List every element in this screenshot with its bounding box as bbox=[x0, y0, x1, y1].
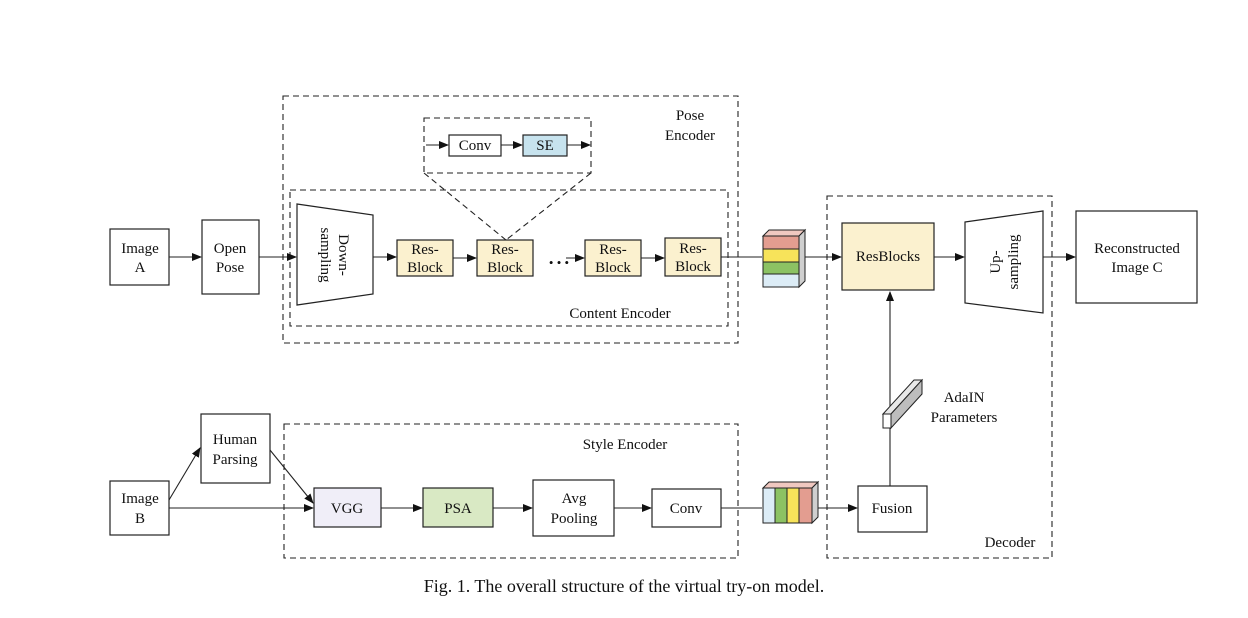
content-encoder-title: Content Encoder bbox=[569, 306, 670, 322]
adain-parameter-vector bbox=[881, 378, 924, 430]
adain-label: AdaIN bbox=[944, 390, 985, 406]
resblock-1-label: Res- bbox=[411, 242, 439, 258]
resblock-1-label-2: Block bbox=[407, 260, 443, 276]
vgg-label: VGG bbox=[331, 501, 364, 517]
upsampling-block bbox=[964, 210, 1044, 314]
decoder-title: Decoder bbox=[985, 535, 1036, 551]
adain-label-2: Parameters bbox=[931, 410, 998, 426]
resblock-2-label: Res- bbox=[491, 242, 519, 258]
pose-encoder-title-2: Encoder bbox=[665, 128, 715, 144]
human-parsing-label: Human bbox=[213, 432, 258, 448]
image-b-box bbox=[109, 480, 170, 536]
resblock-2-label-2: Block bbox=[487, 260, 523, 276]
reconstructed-image-c-box bbox=[1075, 210, 1198, 304]
vgg-box bbox=[313, 487, 382, 528]
pose-encoder-title: Pose bbox=[676, 108, 705, 124]
style-conv-label: Conv bbox=[670, 501, 703, 517]
downsampling-label-2: sampling bbox=[317, 228, 333, 283]
reconstructed-label: Reconstructed bbox=[1094, 241, 1180, 257]
image-a-label-2: A bbox=[135, 260, 146, 276]
resblock-3-label: Res- bbox=[599, 242, 627, 258]
fusion-label: Fusion bbox=[872, 501, 913, 517]
psa-box bbox=[422, 487, 494, 528]
human-parsing-label-2: Parsing bbox=[213, 452, 259, 468]
downsampling-label: Down- bbox=[335, 234, 351, 276]
style-conv-box bbox=[651, 488, 722, 528]
architecture-diagram: Pose Encoder Content Encoder Style Encod… bbox=[109, 95, 1198, 559]
content-feature-tensor bbox=[761, 228, 807, 289]
downsampling-block bbox=[296, 203, 374, 306]
human-parsing-box bbox=[200, 413, 271, 484]
detail-conv-label: Conv bbox=[459, 138, 492, 154]
decoder-region bbox=[826, 195, 1053, 559]
avg-pooling-label: Avg bbox=[562, 491, 587, 507]
avg-pooling-box bbox=[532, 479, 615, 537]
resblock-detail-region bbox=[423, 117, 592, 174]
open-pose-box bbox=[201, 219, 260, 295]
reconstructed-label-2: Image C bbox=[1111, 260, 1162, 276]
resblock-1 bbox=[396, 239, 454, 277]
decoder-resblocks-label: ResBlocks bbox=[856, 249, 920, 265]
image-a-box bbox=[109, 228, 170, 286]
upsampling-label-2: sampling bbox=[1006, 234, 1022, 289]
pose-encoder-region bbox=[282, 95, 739, 344]
upsampling-label: Up- bbox=[988, 250, 1004, 273]
resblock-2 bbox=[476, 239, 534, 277]
style-encoder-title: Style Encoder bbox=[583, 437, 668, 453]
ellipsis: • • • bbox=[549, 255, 569, 270]
resblock-3-label-2: Block bbox=[595, 260, 631, 276]
resblock-4 bbox=[664, 237, 722, 277]
style-encoder-region bbox=[283, 423, 739, 559]
image-b-label: Image bbox=[121, 491, 159, 507]
resblock-4-label: Res- bbox=[679, 241, 707, 257]
se-label: SE bbox=[536, 138, 554, 154]
open-pose-label: Open bbox=[214, 241, 247, 257]
figure-caption: Fig. 1. The overall structure of the vir… bbox=[423, 576, 825, 596]
avg-pooling-label-2: Pooling bbox=[551, 511, 598, 527]
style-feature-tensor bbox=[761, 480, 820, 525]
image-a-label: Image bbox=[121, 241, 159, 257]
fusion-box bbox=[857, 485, 928, 533]
open-pose-label-2: Pose bbox=[216, 260, 245, 276]
image-b-label-2: B bbox=[135, 511, 145, 527]
psa-label: PSA bbox=[444, 501, 472, 517]
decoder-resblocks bbox=[841, 222, 935, 291]
resblock-4-label-2: Block bbox=[675, 259, 711, 275]
